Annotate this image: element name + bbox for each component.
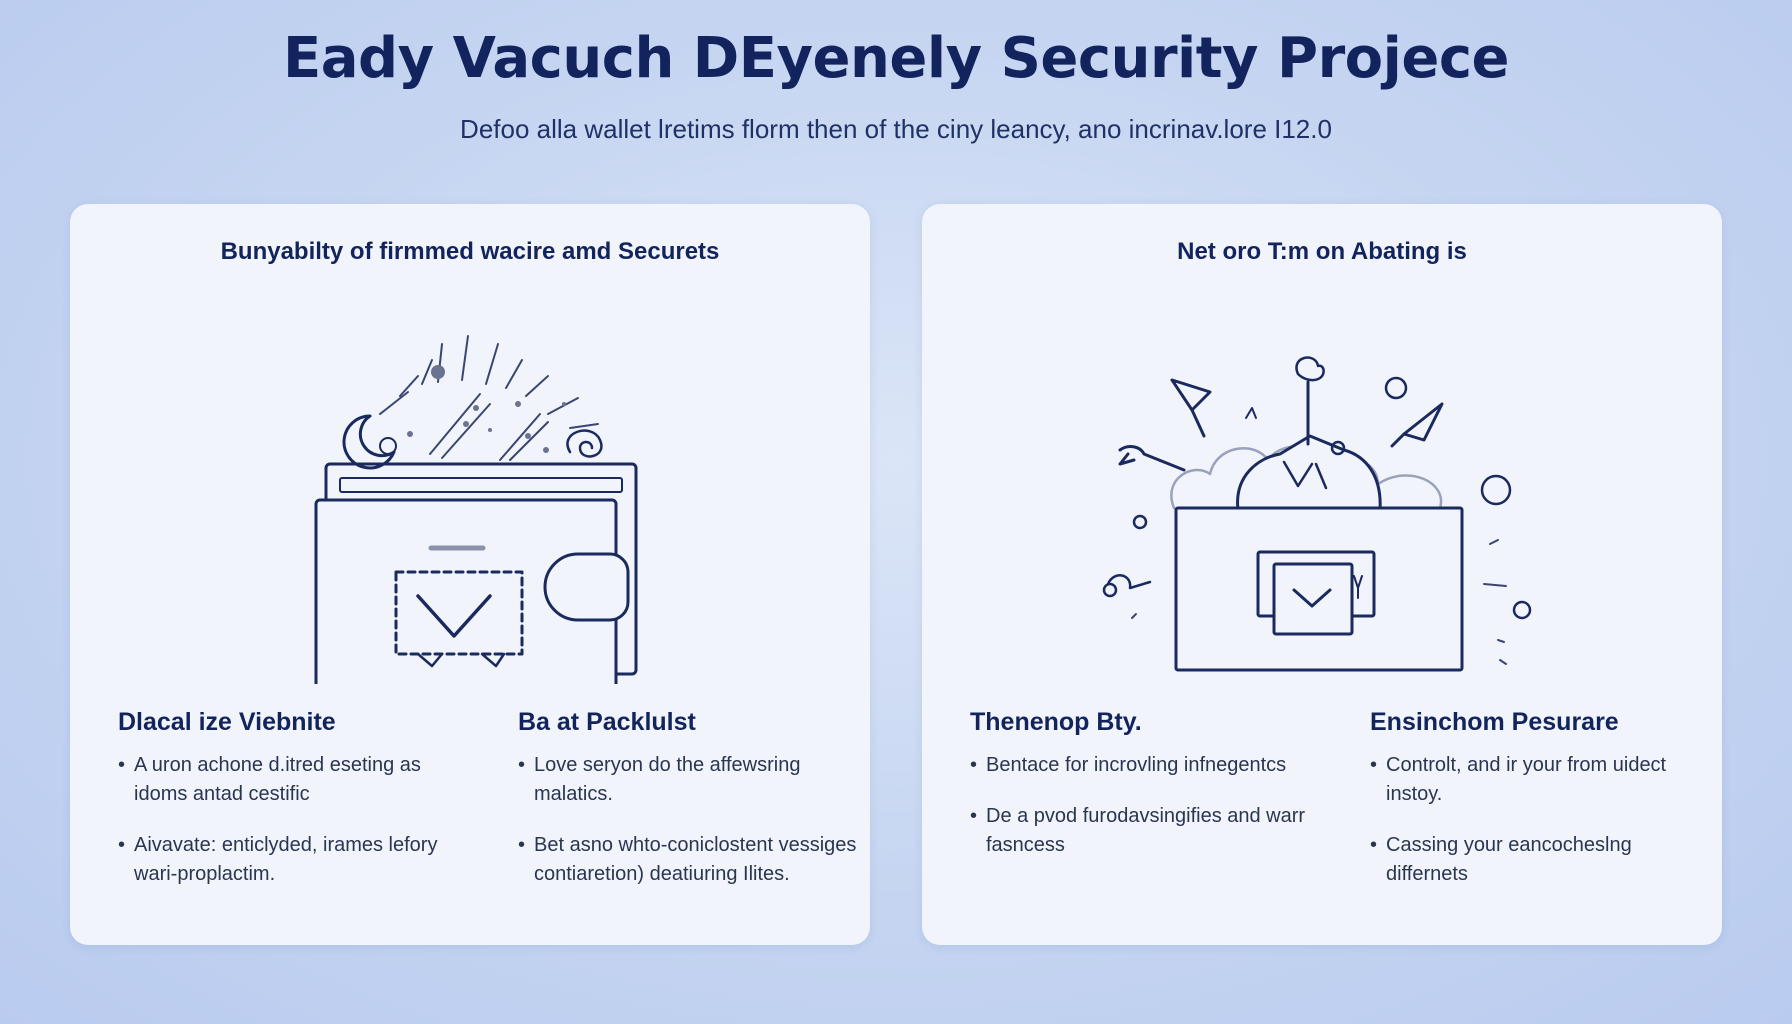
column-heading: Ba at Packlulst [518, 708, 696, 736]
bullet-list: Love seryon do the affewsring malatics. … [518, 751, 858, 889]
list-item: Bet asno whto-coniclostent vessiges cont… [518, 831, 858, 889]
bullet-list: Bentace for incrovling infnegentcs De a … [970, 751, 1310, 860]
column-heading: Thenenop Bty. [970, 708, 1142, 736]
open-box-icon [1102, 356, 1532, 672]
feature-column-2: Ba at Packlulst Love seryon do the affew… [518, 708, 858, 911]
feature-column-4: Ensinchom Pesurare Controlt, and ir your… [1370, 708, 1710, 911]
list-item: De a pvod furodavsingifies and warr fasn… [970, 802, 1310, 860]
bullet-list: Controlt, and ir your from uidect instoy… [1370, 751, 1710, 889]
list-item: Love seryon do the affewsring malatics. [518, 751, 858, 809]
page-title: Eady Vacuch DEyenely Security Projece [282, 26, 1510, 91]
list-item: Cassing your eancocheslng differnets [1370, 831, 1710, 889]
column-heading: Dlacal ize Viebnite [118, 708, 336, 736]
panel-wallet-security: Bunyabilty of firmmed wacire amd Securet… [70, 204, 870, 945]
column-heading: Ensinchom Pesurare [1370, 708, 1619, 736]
list-item: A uron achone d.itred eseting as idoms a… [118, 751, 458, 809]
page-subtitle: Defoo alla wallet lretims florm then of … [460, 114, 1332, 144]
panel-storage-security: Net oro T:m on Abating is [922, 204, 1722, 945]
panel-title: Net oro T:m on Abating is [1177, 238, 1467, 265]
list-item: Controlt, and ir your from uidect instoy… [1370, 751, 1710, 809]
feature-column-3: Thenenop Bty. Bentace for incrovling inf… [970, 708, 1310, 882]
feature-column-1: Dlacal ize Viebnite A uron achone d.itre… [118, 708, 458, 911]
list-item: Aivavate: enticlyded, irames lefory wari… [118, 831, 458, 889]
list-item: Bentace for incrovling infnegentcs [970, 751, 1310, 780]
panel-title: Bunyabilty of firmmed wacire amd Securet… [220, 238, 720, 265]
bullet-list: A uron achone d.itred eseting as idoms a… [118, 751, 458, 889]
wallet-icon [314, 335, 638, 684]
